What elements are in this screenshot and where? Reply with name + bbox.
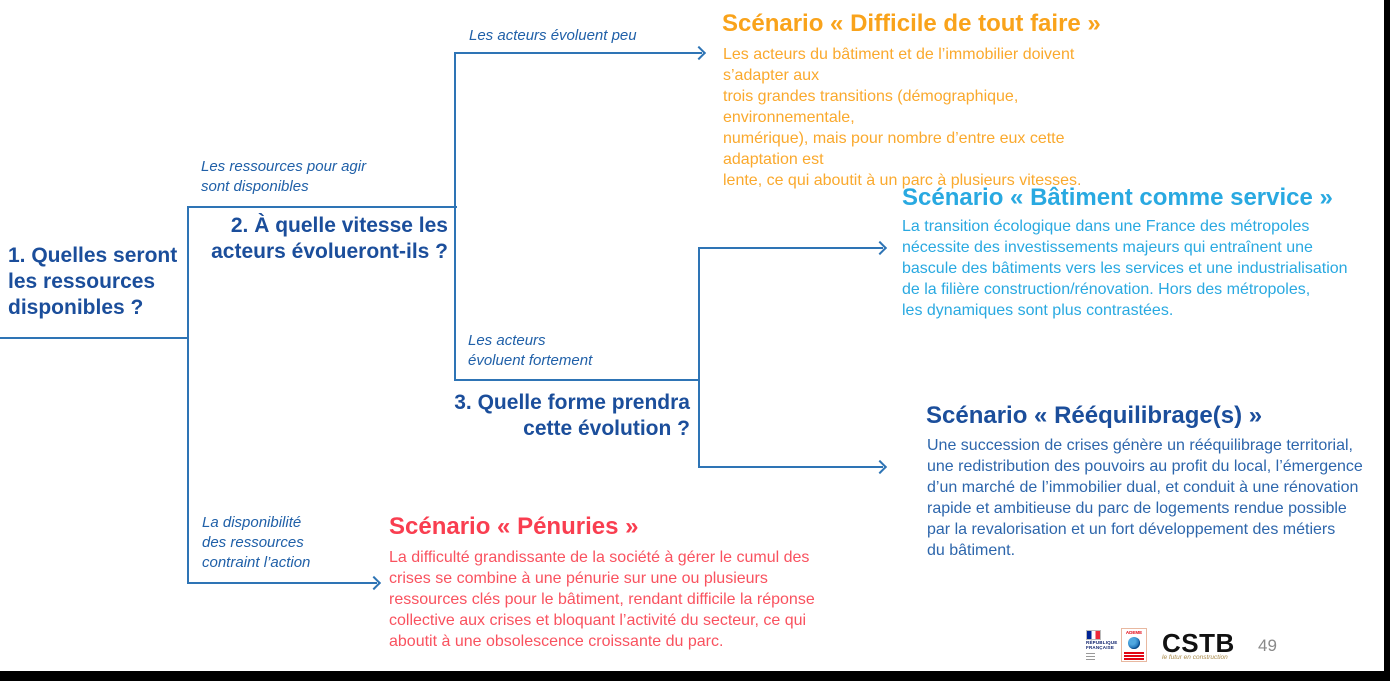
connector-main-vertical	[187, 206, 189, 584]
connector-to-question3	[454, 379, 700, 381]
arrow-to-scenario-reequilibrage	[698, 466, 883, 468]
connector-to-question2	[187, 206, 457, 208]
scenario-penuries-title: Scénario « Pénuries »	[389, 513, 639, 540]
cstb-logo-tagline: le futur en construction	[1162, 654, 1228, 661]
ademe-logo-label: ADEME	[1125, 630, 1143, 635]
cstb-logo: CSTB le futur en construction	[1162, 628, 1235, 661]
french-flag-icon	[1086, 630, 1101, 640]
connector-question1-baseline	[0, 337, 189, 339]
arrow-to-scenario-difficile	[454, 52, 702, 54]
frame-right-bar	[1384, 0, 1390, 681]
rf-logo-line2: FRANÇAISE	[1086, 645, 1115, 650]
ademe-text-line	[1124, 655, 1144, 657]
ademe-logo: ADEME	[1121, 628, 1147, 662]
branch-label-ressources-disponibles: Les ressources pour agir sont disponible…	[201, 158, 367, 195]
scenario-batiment-service-title: Scénario « Bâtiment comme service »	[902, 184, 1333, 211]
cstb-logo-label: CSTB	[1162, 628, 1235, 658]
frame-bottom-bar	[0, 671, 1390, 681]
arrow-to-scenario-penuries	[187, 582, 377, 584]
rf-motto-line	[1086, 659, 1095, 660]
scenario-difficile-title: Scénario « Difficile de tout faire »	[722, 10, 1101, 37]
arrow-to-scenario-batiment-service	[698, 247, 883, 249]
rf-logo-line1: RÉPUBLIQUE	[1086, 640, 1118, 645]
ademe-text-line	[1124, 658, 1144, 660]
republique-francaise-logo: RÉPUBLIQUE FRANÇAISE	[1084, 628, 1117, 662]
scenario-difficile-body: Les acteurs du bâtiment et de l’immobili…	[723, 46, 1082, 189]
scenario-batiment-service-body: La transition écologique dans une France…	[902, 218, 1348, 319]
rf-motto-line	[1086, 656, 1095, 657]
page-number: 49	[1258, 636, 1277, 655]
scenario-reequilibrage-title: Scénario « Rééquilibrage(s) »	[926, 402, 1263, 429]
scenario-reequilibrage-body: Une succession de crises génère un rééqu…	[927, 437, 1363, 559]
rf-motto-line	[1086, 653, 1095, 654]
question-3-forme: 3. Quelle forme prendra cette évolution …	[454, 391, 690, 440]
globe-icon	[1128, 637, 1140, 649]
question-1-ressources: 1. Quelles seront les ressources disponi…	[8, 244, 178, 319]
branch-label-acteurs-evoluent-peu: Les acteurs évoluent peu	[469, 27, 637, 44]
scenario-penuries-body: La difficulté grandissante de la société…	[389, 549, 815, 650]
branch-label-ressources-contraint-action: La disponibilité des ressources contrain…	[202, 514, 311, 571]
connector-question2-vertical	[454, 52, 456, 381]
ademe-text-line	[1124, 652, 1144, 654]
branch-label-acteurs-evoluent-fortement: Les acteurs évoluent fortement	[468, 332, 593, 369]
question-2-vitesse: 2. À quelle vitesse les acteurs évoluero…	[211, 214, 448, 263]
connector-question3-vertical	[698, 247, 700, 468]
